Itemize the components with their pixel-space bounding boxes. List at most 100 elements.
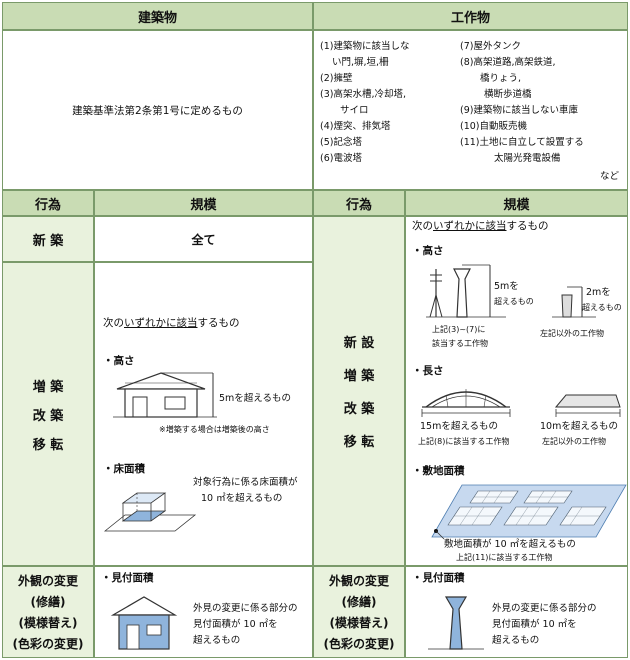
col-act-right: 行為	[313, 190, 405, 216]
exterior-right-title: ・見付面積	[412, 572, 465, 584]
struct-intro-post: するもの	[506, 220, 549, 232]
color-change-right-label-text: (色彩の変更)	[323, 637, 395, 651]
header-building: 建築物	[2, 2, 313, 30]
struct-length-a-value: 15mを超えるもの	[420, 421, 499, 432]
struct-intro-pre: 次の	[412, 220, 433, 232]
structure-item: (6)電波塔	[320, 153, 362, 164]
row-extend-label: 増 築 改 築 移 転	[2, 262, 94, 566]
extend-floor-line2: 10 ㎡を超えるもの	[201, 493, 283, 504]
relocate-struct-label-text: 移 転	[343, 435, 375, 450]
structure-item: など	[600, 171, 620, 182]
struct-site-value: 敷地面積が 10 ㎡を超えるもの	[444, 539, 576, 550]
extend-intro: 次のいずれかに該当するもの	[103, 317, 240, 330]
row-exterior-right-label: 外観の変更 (修繕) (模様替え) (色彩の変更)	[313, 566, 405, 658]
remodel-right-label-text: (模様替え)	[329, 616, 389, 630]
structure-item: (1)建築物に該当しな	[320, 41, 410, 52]
struct-height-b-value: 2mを	[586, 287, 611, 298]
structure-item: (5)記念塔	[320, 137, 362, 148]
extend-struct-label-text: 増 築	[343, 369, 375, 384]
structure-item: (9)建築物に該当しない車庫	[460, 105, 578, 116]
col-scale-left-text: 規模	[190, 197, 217, 213]
struct-height-title: ・高さ	[412, 245, 444, 257]
struct-length-b-value: 10mを超えるもの	[540, 421, 619, 432]
struct-height-a-caption1: 上記(3)~(7)に	[432, 325, 486, 334]
struct-length-title: ・長さ	[412, 365, 444, 377]
col-act-left: 行為	[2, 190, 94, 216]
new-build-scale-text: 全て	[191, 232, 216, 247]
rebuild-struct-label-text: 改 築	[343, 402, 375, 417]
extend-floor-line1: 対象行為に係る床面積が	[193, 477, 298, 488]
structure-item: い門,塀,垣,柵	[332, 57, 389, 68]
extend-intro-ul: いずれかに該当	[124, 317, 198, 329]
solar-panel-site-icon	[431, 484, 627, 540]
structure-item: (8)高架道路,高架鉄道,	[460, 57, 556, 68]
exterior-label-text: 外観の変更	[17, 574, 78, 588]
exterior-right-line2: 見付面積が 10 ㎡を	[492, 619, 577, 630]
row-new-build-scale: 全て	[94, 216, 313, 262]
struct-site-caption: 上記(11)に該当する工作物	[456, 553, 553, 562]
building-definition: 建築基準法第2条第1号に定めるもの	[72, 104, 243, 117]
color-change-label-text: (色彩の変更)	[12, 637, 84, 651]
repair-label-text: (修繕)	[30, 595, 66, 609]
extend-label-text: 増 築	[32, 379, 64, 395]
exterior-left-line3: 超えるもの	[193, 635, 241, 646]
structure-list-cell: (1)建築物に該当しな い門,塀,垣,柵 (2)擁壁 (3)高架水槽,冷却塔, …	[313, 30, 628, 190]
extend-floor-title: ・床面積	[103, 463, 145, 475]
row-exterior-left-label: 外観の変更 (修繕) (模様替え) (色彩の変更)	[2, 566, 94, 658]
struct-height-a-caption2: 該当する工作物	[432, 339, 488, 348]
building-definition-cell: 建築基準法第2条第1号に定めるもの	[2, 30, 313, 190]
col-scale-right-text: 規模	[503, 197, 530, 213]
house-facade-icon	[110, 596, 178, 650]
exterior-left-line2: 見付面積が 10 ㎡を	[193, 619, 278, 630]
struct-height-a-value: 5mを	[494, 281, 519, 292]
header-building-text: 建築物	[137, 10, 177, 26]
struct-length-b-caption: 左記以外の工作物	[542, 437, 606, 446]
row-extend-scale: 次のいずれかに該当するもの ・高さ 5mを超えるもの ※増築する場合は増築後の高…	[94, 262, 313, 566]
structure-height-icons	[426, 264, 596, 318]
structure-item: (4)煙突、排気塔	[320, 121, 391, 132]
exterior-left-line1: 外見の変更に係る部分の	[193, 603, 298, 614]
relocate-label-text: 移 転	[32, 437, 64, 453]
structure-item: 横断歩道橋	[484, 89, 532, 100]
struct-intro-ul: いずれかに該当	[433, 220, 507, 232]
tower-facade-icon	[428, 596, 484, 650]
structure-length-icons	[421, 389, 621, 417]
structure-item: 太陽光発電設備	[494, 153, 561, 164]
col-act-left-text: 行為	[34, 197, 61, 213]
struct-site-title: ・敷地面積	[412, 465, 465, 477]
new-install-label-text: 新 設	[343, 336, 375, 351]
col-scale-right: 規模	[405, 190, 628, 216]
row-new-build-label: 新 築	[2, 216, 94, 262]
extend-intro-pre: 次の	[103, 317, 124, 329]
col-scale-left: 規模	[94, 190, 313, 216]
row-new-struct-scale: 次のいずれかに該当するもの ・高さ 5mを 超えるもの 2mを 超えるもの 上記…	[405, 216, 628, 566]
header-structure-text: 工作物	[450, 10, 490, 26]
structure-item: (10)自動販売機	[460, 121, 528, 132]
struct-length-a-caption: 上記(8)に該当する工作物	[418, 437, 510, 446]
remodel-label-text: (模様替え)	[18, 616, 78, 630]
extend-height-value: 5mを超えるもの	[219, 393, 292, 404]
struct-height-b-caption: 左記以外の工作物	[540, 329, 604, 338]
extend-height-note: ※増築する場合は増築後の高さ	[159, 425, 270, 434]
exterior-right-label-text: 外観の変更	[328, 574, 389, 588]
exterior-right-line1: 外見の変更に係る部分の	[492, 603, 597, 614]
structure-item: サイロ	[340, 105, 369, 116]
rebuild-label-text: 改 築	[32, 408, 64, 424]
row-exterior-right-scale: ・見付面積 外見の変更に係る部分の 見付面積が 10 ㎡を 超えるもの	[405, 566, 628, 658]
extend-intro-post: するもの	[197, 317, 240, 329]
exterior-right-line3: 超えるもの	[492, 635, 540, 646]
col-act-right-text: 行為	[345, 197, 372, 213]
struct-height-b-value2: 超えるもの	[582, 303, 622, 312]
extend-height-title: ・高さ	[103, 355, 135, 367]
house-height-icon	[113, 372, 217, 418]
header-structure: 工作物	[313, 2, 628, 30]
structure-item: (3)高架水槽,冷却塔,	[320, 89, 406, 100]
floor-area-icon	[103, 492, 197, 532]
structure-item: (11)土地に自立して設置する	[460, 137, 584, 148]
row-exterior-left-scale: ・見付面積 外見の変更に係る部分の 見付面積が 10 ㎡を 超えるもの	[94, 566, 313, 658]
repair-right-label-text: (修繕)	[341, 595, 377, 609]
exterior-left-title: ・見付面積	[101, 572, 154, 584]
new-build-label-text: 新 築	[32, 233, 64, 249]
struct-intro: 次のいずれかに該当するもの	[412, 220, 549, 233]
